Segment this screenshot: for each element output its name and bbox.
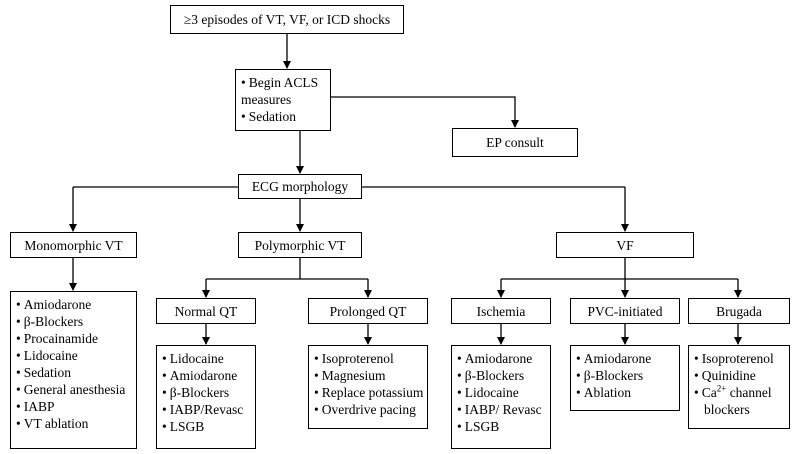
prolonged-qt-treatments: Isoproterenol Magnesium Replace potassiu… xyxy=(308,345,428,429)
ep-consult-label: EP consult xyxy=(486,135,544,150)
edge-acls-ep xyxy=(330,96,519,128)
treatment-item: Lidocaine xyxy=(457,384,545,401)
ischemia-label: Ischemia xyxy=(476,303,526,319)
treatment-item: General anesthesia xyxy=(16,381,131,398)
ecg-morphology-node: ECG morphology xyxy=(238,174,362,199)
treatment-item: IABP/Revasc xyxy=(162,401,250,418)
ep-consult-node: EP consult xyxy=(452,128,578,157)
start-node: ≥3 episodes of VT, VF, or ICD shocks xyxy=(170,5,404,34)
treatment-item: Amiodarone xyxy=(162,367,250,384)
treatment-item: LSGB xyxy=(457,418,545,435)
pvc-initiated-label: PVC-initiated xyxy=(587,303,663,319)
treatment-item: IABP/ Revasc xyxy=(457,401,545,418)
treatment-item: Isoproterenol xyxy=(314,350,422,367)
treatment-item: Amiodarone xyxy=(576,350,674,367)
normal-qt-label: Normal QT xyxy=(174,303,238,319)
treatment-item: β-Blockers xyxy=(576,367,674,384)
pvc-initiated-treatments: Amiodarone β-Blockers Ablation xyxy=(570,345,680,411)
pvc-initiated-node: PVC-initiated xyxy=(570,298,680,324)
ischemia-treatments: Amiodarone β-Blockers Lidocaine IABP/ Re… xyxy=(451,345,551,449)
ca-suffix: channel xyxy=(726,385,772,400)
treatment-item: Magnesium xyxy=(314,367,422,384)
brugada-node: Brugada xyxy=(688,298,790,324)
prolonged-qt-label: Prolonged QT xyxy=(329,303,407,319)
treatment-item-calcium-channel-blockers: Ca2+ channel xyxy=(694,384,784,401)
vf-label: VF xyxy=(616,237,634,253)
ecg-morphology-label: ECG morphology xyxy=(251,179,349,194)
monomorphic-vt-node: Monomorphic VT xyxy=(10,232,137,258)
ischemia-node: Ischemia xyxy=(451,298,551,324)
brugada-label: Brugada xyxy=(716,303,762,319)
acls-item: Begin ACLS measures xyxy=(241,74,321,108)
polymorphic-vt-label: Polymorphic VT xyxy=(254,237,346,253)
treatment-item: Overdrive pacing xyxy=(314,401,422,418)
ca-prefix: Ca xyxy=(701,385,717,400)
treatment-item: Procainamide xyxy=(16,330,131,347)
treatment-item: β-Blockers xyxy=(457,367,545,384)
vf-node: VF xyxy=(556,232,694,258)
treatment-item: β-Blockers xyxy=(16,313,131,330)
treatment-item: Lidocaine xyxy=(162,350,250,367)
monomorphic-vt-label: Monomorphic VT xyxy=(24,237,123,253)
start-node-label: ≥3 episodes of VT, VF, or ICD shocks xyxy=(183,12,391,27)
ca-superscript: 2+ xyxy=(716,383,727,394)
normal-qt-node: Normal QT xyxy=(156,298,256,324)
treatment-item: β-Blockers xyxy=(162,384,250,401)
treatment-item: Lidocaine xyxy=(16,347,131,364)
treatment-item: Sedation xyxy=(16,364,131,381)
treatment-item: IABP xyxy=(16,398,131,415)
treatment-item: Replace potassium xyxy=(314,384,424,401)
treatment-item: Ablation xyxy=(576,384,674,401)
treatment-item: Quinidine xyxy=(694,367,784,384)
treatment-item-continuation: blockers xyxy=(704,402,750,417)
treatment-item: Amiodarone xyxy=(457,350,545,367)
treatment-item: VT ablation xyxy=(16,415,131,432)
prolonged-qt-node: Prolonged QT xyxy=(308,298,428,324)
treatment-item: Amiodarone xyxy=(16,296,131,313)
treatment-item: LSGB xyxy=(162,418,250,435)
polymorphic-vt-node: Polymorphic VT xyxy=(238,232,362,258)
acls-item: Sedation xyxy=(241,108,325,125)
monomorphic-vt-treatments: Amiodarone β-Blockers Procainamide Lidoc… xyxy=(10,291,137,449)
brugada-treatments: Isoproterenol Quinidine Ca2+ channel blo… xyxy=(688,345,790,429)
normal-qt-treatments: Lidocaine Amiodarone β-Blockers IABP/Rev… xyxy=(156,345,256,449)
acls-node: Begin ACLS measures Sedation xyxy=(235,69,331,131)
treatment-item: Isoproterenol xyxy=(694,350,784,367)
